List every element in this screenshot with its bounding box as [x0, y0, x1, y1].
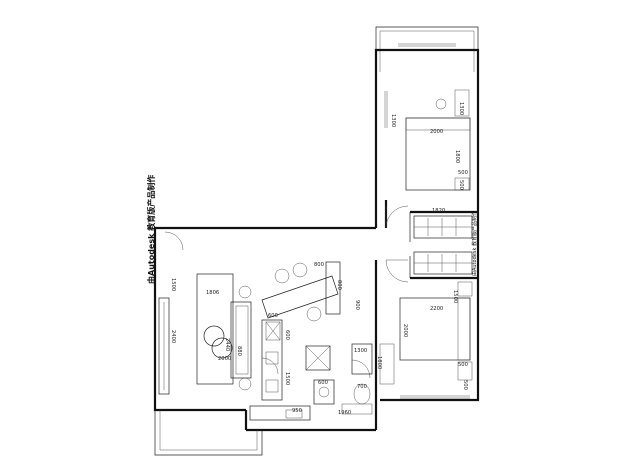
kitchen [249, 319, 311, 421]
dim-kitchen-c: 1500 [284, 372, 290, 385]
dim-bath-c: 700 [357, 384, 367, 390]
dim-bath-d: 1960 [338, 410, 351, 416]
top-wardrobe [413, 215, 473, 239]
dim-bath-a: 1300 [354, 348, 367, 354]
dim-kitchen-d: 950 [292, 408, 302, 414]
dim-top-bed-nightstand-b: 500 [458, 170, 468, 176]
dim-bath-b: 600 [318, 380, 328, 386]
living-table [196, 273, 234, 385]
bathroom [305, 343, 373, 415]
door-swings [164, 205, 409, 379]
living-sofa [230, 285, 252, 391]
dim-living-tv: 880 [236, 346, 242, 356]
bottom-window [400, 395, 470, 399]
autodesk-watermark-secondary: 由Autodesk 教育版产品制作 [471, 211, 478, 276]
dim-top-bed-side-top: 1300 [458, 102, 464, 115]
dim-bath-e: 1800 [376, 356, 382, 369]
dim-bottom-bed-width: 2000 [402, 324, 408, 337]
dim-living-table: 2440 [224, 338, 230, 351]
dining-counter [261, 261, 341, 322]
dim-top-bed-width: 1800 [454, 150, 460, 163]
dim-kitchen-a: 600 [268, 313, 278, 319]
dim-living-left-a: 1500 [170, 278, 176, 291]
autodesk-watermark: 由Autodesk 教育版产品制作 [146, 175, 156, 284]
dim-bottom-bed-top: 1500 [452, 290, 458, 303]
dim-bottom-bed-side-a: 500 [458, 362, 468, 368]
dim-counter-b: 900 [354, 300, 360, 310]
bottom-bed [379, 281, 473, 385]
dim-top-bed-nightstand-a: 500 [458, 180, 464, 190]
dim-top-wardrobe: 1820 [432, 208, 445, 214]
dim-top-bed-length: 2000 [430, 129, 443, 135]
dim-living-sofa: 1806 [206, 290, 219, 296]
outer-walls [153, 48, 480, 432]
top-bed [405, 89, 471, 191]
dim-counter-a: 800 [336, 280, 342, 290]
dim-kitchen-b: 600 [284, 330, 290, 340]
dim-bottom-bed-length: 2200 [430, 306, 443, 312]
dim-hall-a: 2000 [218, 356, 231, 362]
dim-bottom-bed-side-b: 500 [462, 380, 468, 390]
dim-living-width-top: 800 [314, 262, 324, 268]
bottom-balcony [154, 410, 263, 456]
dim-living-left-b: 2400 [170, 330, 176, 343]
tv-cabinet [158, 297, 170, 395]
dim-top-bed-top: 1300 [390, 114, 396, 127]
dimension-labels: 1300 1300 2000 1800 500 500 1820 800 180… [170, 102, 468, 416]
bottom-wardrobe [413, 251, 473, 275]
top-window [384, 43, 456, 128]
